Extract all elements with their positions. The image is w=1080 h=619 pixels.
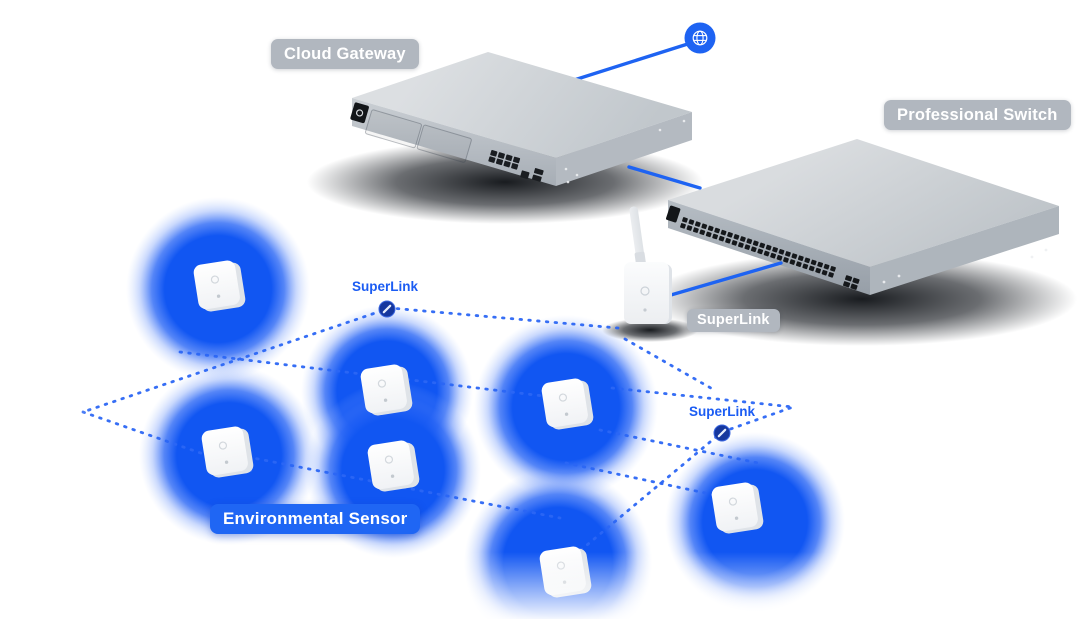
mesh-link-line [598, 428, 760, 465]
superlink-link-icon [712, 423, 732, 443]
port [828, 272, 834, 278]
port [488, 156, 496, 163]
superlink-label: SuperLink [687, 309, 780, 332]
port [752, 240, 759, 247]
mesh-link-line [178, 350, 562, 400]
superlink-antenna-device [624, 206, 672, 324]
bottom-fade [0, 552, 1080, 619]
mesh-link-line [564, 461, 735, 501]
superlink-body [624, 262, 669, 324]
superlink-logo [640, 286, 650, 296]
environmental-sensor-device [358, 361, 415, 418]
port [783, 257, 789, 263]
port [699, 229, 706, 236]
port [746, 238, 753, 244]
globe-icon [684, 22, 716, 54]
port [733, 234, 740, 240]
superlink-mesh-label-1: SuperLink [352, 279, 419, 294]
port [707, 225, 714, 232]
port [763, 250, 770, 257]
port [503, 160, 511, 168]
port [797, 255, 804, 262]
gateway-ports [364, 109, 544, 182]
port [686, 225, 693, 231]
switch-right-face [870, 206, 1059, 295]
port [757, 248, 764, 255]
port [714, 227, 721, 234]
internet-uplink-line [569, 40, 696, 83]
gateway-top-face [352, 52, 692, 158]
port [759, 242, 766, 249]
port [785, 251, 791, 257]
environmental-sensor-device [709, 479, 766, 536]
port [511, 163, 519, 170]
port [815, 267, 822, 274]
port [802, 263, 809, 270]
gateway-right-face [556, 112, 692, 186]
switch-ports [666, 205, 860, 290]
port [731, 240, 738, 246]
port [789, 259, 796, 265]
port [738, 242, 744, 248]
port [512, 156, 521, 164]
cloud-gateway-label: Cloud Gateway [271, 39, 419, 69]
port [776, 255, 783, 261]
environmental-sensor-device [191, 257, 248, 314]
port [682, 217, 688, 223]
port [778, 249, 785, 255]
port [804, 257, 811, 264]
cloud-gateway-device [350, 52, 692, 186]
port [791, 253, 798, 259]
left-fade [0, 320, 95, 550]
switch-superlink-line [662, 261, 783, 299]
gateway-screws [564, 119, 686, 184]
environmental-sensor-label: Environmental Sensor [210, 504, 421, 534]
port [810, 259, 817, 266]
port [808, 265, 815, 272]
port [823, 263, 830, 270]
port [821, 269, 828, 276]
port [712, 233, 719, 240]
port [727, 231, 733, 238]
port [795, 261, 802, 268]
port [497, 152, 505, 159]
mesh-link-line [623, 337, 718, 393]
port [830, 266, 836, 272]
superlink-link-icon [377, 299, 397, 319]
switch-top-face [668, 139, 1059, 267]
port [750, 246, 757, 253]
gateway-touchscreen [350, 102, 369, 124]
port [739, 236, 746, 242]
port [490, 150, 498, 157]
port [770, 252, 776, 259]
port [744, 244, 751, 250]
port [725, 237, 731, 244]
professional-switch-label: Professional Switch [884, 100, 1071, 130]
port [701, 223, 708, 230]
mesh-link-line [573, 386, 794, 557]
port [705, 231, 712, 238]
port [692, 227, 699, 233]
port [694, 221, 701, 227]
gateway-switch-line [627, 165, 702, 190]
superlink-shadow [602, 318, 698, 342]
port [720, 229, 727, 236]
port [505, 154, 513, 162]
port [765, 244, 772, 251]
switch-screws [882, 248, 1048, 284]
environmental-sensor-device [365, 437, 422, 494]
professional-switch-device [666, 139, 1059, 295]
port [680, 223, 686, 229]
port [718, 235, 725, 242]
superlink-led [643, 308, 647, 312]
port [772, 246, 778, 253]
environmental-sensor-device [199, 423, 256, 480]
port [495, 158, 504, 166]
port [688, 219, 695, 225]
environmental-sensor-device [539, 375, 596, 432]
superlink-mesh-label-2: SuperLink [689, 404, 756, 419]
port [817, 261, 824, 268]
